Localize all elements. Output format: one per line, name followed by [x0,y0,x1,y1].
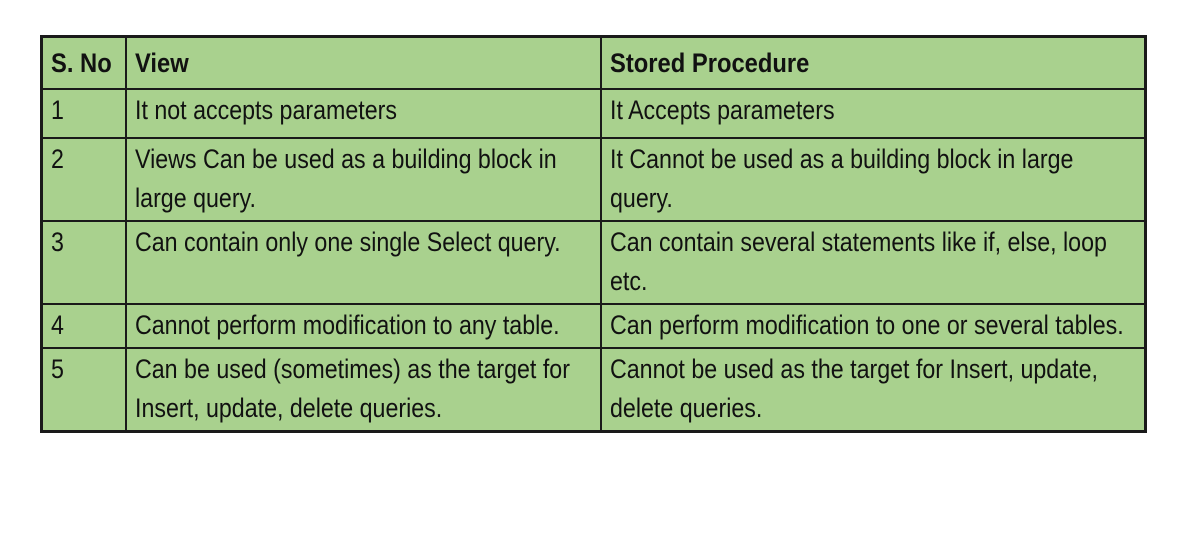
cell-sno: 4 [40,303,127,349]
table-row: 1 It not accepts parameters It Accepts p… [40,88,1147,139]
cell-view: Views Can be used as a building block in… [124,137,602,222]
header-view: View [124,35,602,90]
cell-stored-procedure: It Accepts parameters [599,88,1147,139]
table-header-row: S. No View Stored Procedure [40,35,1147,90]
cell-stored-procedure: Cannot be used as the target for Insert,… [599,347,1147,433]
cell-stored-procedure: It Cannot be used as a building block in… [599,137,1147,222]
cell-sno: 5 [40,347,127,433]
cell-view: Can contain only one single Select query… [124,220,602,305]
cell-sno: 1 [40,88,127,139]
cell-stored-procedure: Can contain several statements like if, … [599,220,1147,305]
cell-view: It not accepts parameters [124,88,602,139]
table-row: 4 Cannot perform modification to any tab… [40,303,1147,349]
cell-stored-procedure: Can perform modification to one or sever… [599,303,1147,349]
table-row: 3 Can contain only one single Select que… [40,220,1147,305]
cell-view: Can be used (sometimes) as the target fo… [124,347,602,433]
cell-sno: 2 [40,137,127,222]
header-stored-procedure: Stored Procedure [599,35,1147,90]
header-sno: S. No [40,35,127,90]
comparison-table-container: S. No View Stored Procedure 1 It not acc… [40,35,1147,433]
table-row: 5 Can be used (sometimes) as the target … [40,347,1147,433]
table-row: 2 Views Can be used as a building block … [40,137,1147,222]
cell-sno: 3 [40,220,127,305]
cell-view: Cannot perform modification to any table… [124,303,602,349]
comparison-table: S. No View Stored Procedure 1 It not acc… [40,35,1147,433]
